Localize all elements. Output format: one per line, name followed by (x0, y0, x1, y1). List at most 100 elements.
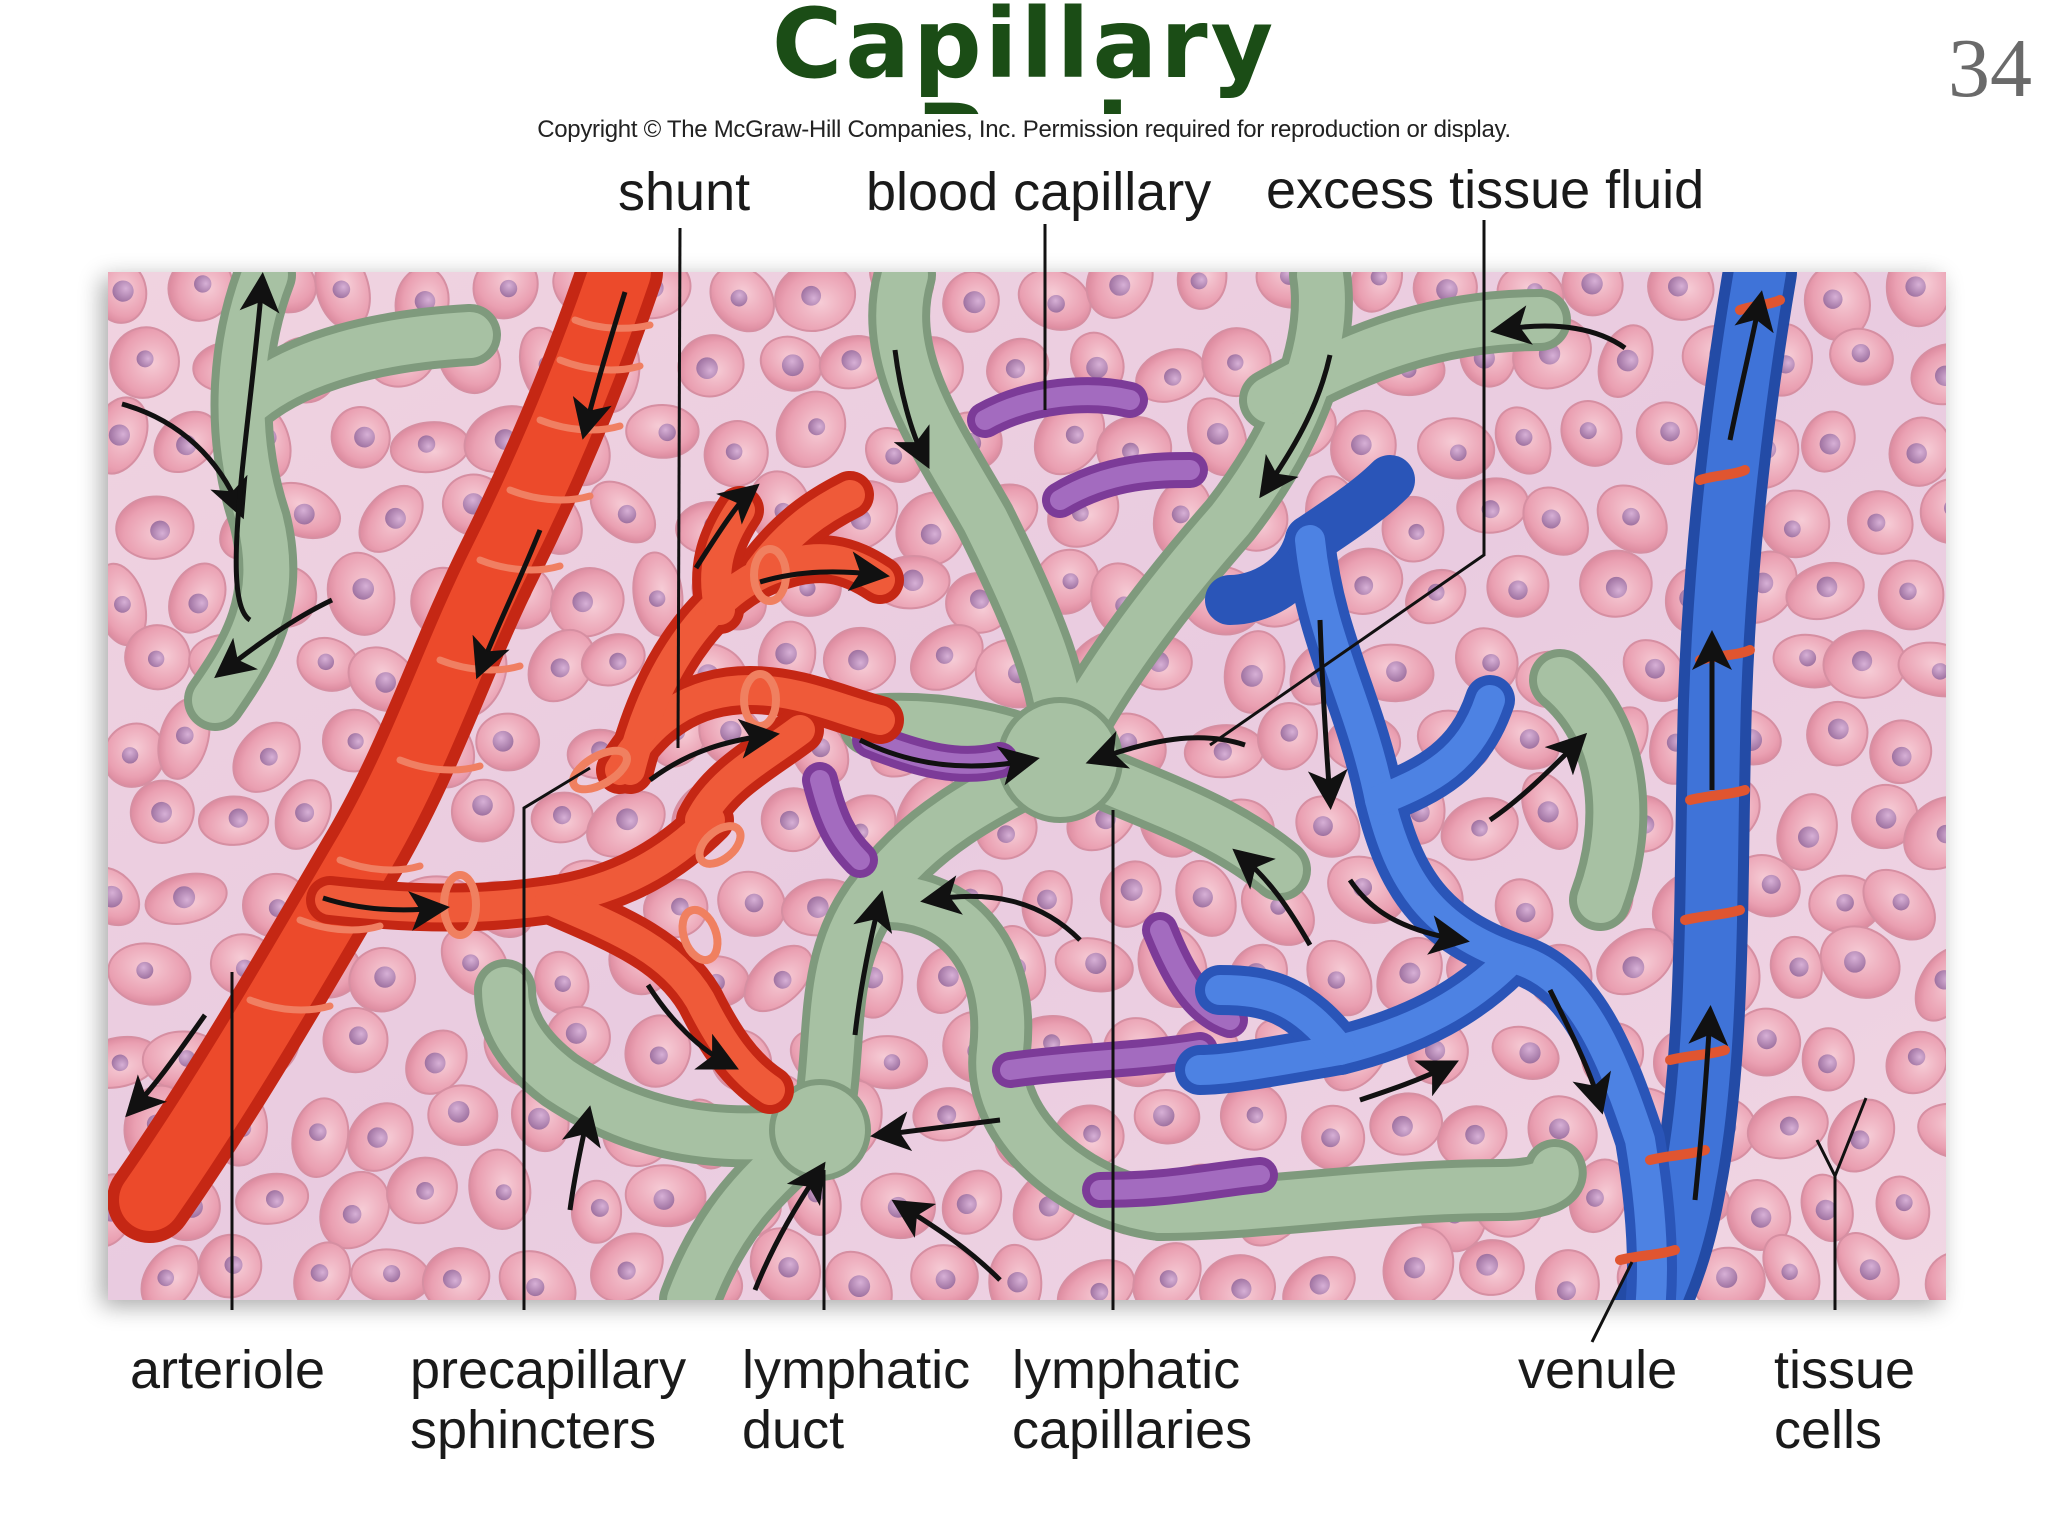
tissue-cell (1417, 417, 1496, 480)
leader-shunt (676, 227, 682, 749)
tissue-cell (941, 1169, 1003, 1235)
tissue-cell (589, 480, 657, 544)
tissue-cell (1903, 795, 1946, 871)
tissue-cell (108, 866, 141, 927)
tissue-cell (1491, 1025, 1560, 1080)
tissue-cell (450, 778, 515, 843)
tissue-cell (625, 403, 700, 459)
tissue-cell (421, 1247, 491, 1300)
tissue-cell (1801, 1027, 1855, 1092)
tissue-cell (1175, 859, 1237, 937)
tissue-cell (1282, 1255, 1356, 1300)
tissue-cell (1919, 477, 1946, 544)
slide-title: Capillary (771, 0, 1277, 100)
leader-lines (230, 220, 1868, 1343)
tissue-cell (774, 272, 857, 332)
tissue-cell (1877, 559, 1945, 631)
tissue-cell (1847, 490, 1914, 555)
tissue-cell (1762, 1233, 1821, 1300)
tissue-cell (129, 779, 195, 844)
tissue-cell (818, 335, 888, 390)
tissue-cell (322, 1006, 389, 1074)
tissue-cell (1875, 1175, 1931, 1240)
tissue-cell (108, 272, 148, 324)
slide-title-line2-text: Bed (0, 92, 2048, 114)
tissue-cell (386, 1156, 458, 1225)
tissue-cell (1327, 547, 1404, 615)
tissue-cell (1199, 1254, 1276, 1300)
tissue-cell (1382, 1226, 1455, 1300)
tissue-cell (1597, 324, 1654, 398)
label-venule: venule (1518, 1340, 1678, 1400)
tissue-cell (1769, 935, 1823, 999)
label-tissue-cells-line1: tissue (1774, 1340, 1916, 1400)
tissue-cell (527, 628, 596, 703)
tissue-cell (1836, 1232, 1900, 1300)
label-precapillary-sphincters-line1: precapillary (410, 1340, 687, 1400)
tissue-cell (1579, 549, 1653, 618)
tissue-cell (775, 390, 847, 469)
tissue-cell (1785, 561, 1865, 621)
tissue-cell (909, 623, 984, 691)
tissue-cell (1647, 272, 1715, 321)
tissue-cell (1521, 771, 1579, 850)
tissue-cell (1220, 1081, 1287, 1151)
tissue-cell (1914, 946, 1946, 1022)
label-lymphatic-duct-line1: lymphatic (742, 1340, 971, 1400)
tissue-cell (1746, 1095, 1829, 1160)
tissue-cell (550, 567, 625, 638)
tissue-cell (1885, 272, 1946, 328)
tissue-cell (1596, 928, 1675, 996)
tissue-cell (988, 1243, 1043, 1300)
tissue-cell (1176, 272, 1228, 310)
leader-venule (1590, 1261, 1634, 1343)
tissue-cell (632, 551, 684, 637)
tissue-cell (468, 1148, 532, 1230)
tissue-cell (1888, 416, 1946, 487)
blood-capillaries (802, 377, 1278, 1208)
slide-title-line2: Bed (0, 92, 2048, 114)
tissue-cell (822, 626, 897, 693)
tissue-cell (1897, 641, 1946, 698)
tissue-cell (1369, 1092, 1444, 1156)
tissue-cell (293, 1241, 351, 1300)
tissue-cell (1869, 719, 1933, 785)
tissue-cell (346, 1102, 414, 1172)
tissue-cell (624, 1164, 707, 1228)
tissue-cell (717, 870, 787, 937)
tissue-cell (1596, 484, 1668, 554)
flow-arrows (121, 272, 1774, 1291)
tissue-cell (1800, 1173, 1854, 1243)
tissue-cell (198, 1233, 263, 1299)
venule (1175, 272, 1797, 1300)
tissue-cell (1635, 401, 1699, 465)
tissue-cell (109, 326, 180, 399)
tissue-cell (586, 790, 666, 858)
copyright-note: Copyright © The McGraw-Hill Companies, I… (537, 116, 1511, 143)
tissue-cell (1257, 702, 1318, 771)
tissue-cell (1622, 639, 1687, 702)
tissue-cell (1910, 343, 1946, 406)
tissue-cell (330, 406, 391, 469)
tissue-cell (427, 1084, 499, 1147)
tissue-cell (1056, 1259, 1136, 1300)
tissue-cell (1021, 870, 1073, 937)
leader-precapillary-sphincters (522, 766, 591, 1310)
tissue-cell (1561, 272, 1624, 317)
tissue-cell (358, 485, 424, 553)
tissue-cell (235, 1172, 310, 1225)
tissue-cell (348, 946, 417, 1013)
tissue-cell (1306, 939, 1373, 1017)
tissue-cell (1494, 878, 1554, 942)
tissue-cell (144, 872, 228, 925)
tissue-cell (232, 721, 301, 793)
label-precapillary-sphincters: precapillary sphincters (410, 1340, 686, 1460)
tissue-cell (108, 722, 166, 788)
tissue-cell (1806, 700, 1869, 767)
tissue-cell (1223, 630, 1286, 714)
tissue-cell (942, 272, 1000, 333)
label-blood-capillary: blood capillary (866, 162, 1212, 222)
tissue-cell (1295, 795, 1361, 858)
tissue-cell (108, 942, 192, 1006)
